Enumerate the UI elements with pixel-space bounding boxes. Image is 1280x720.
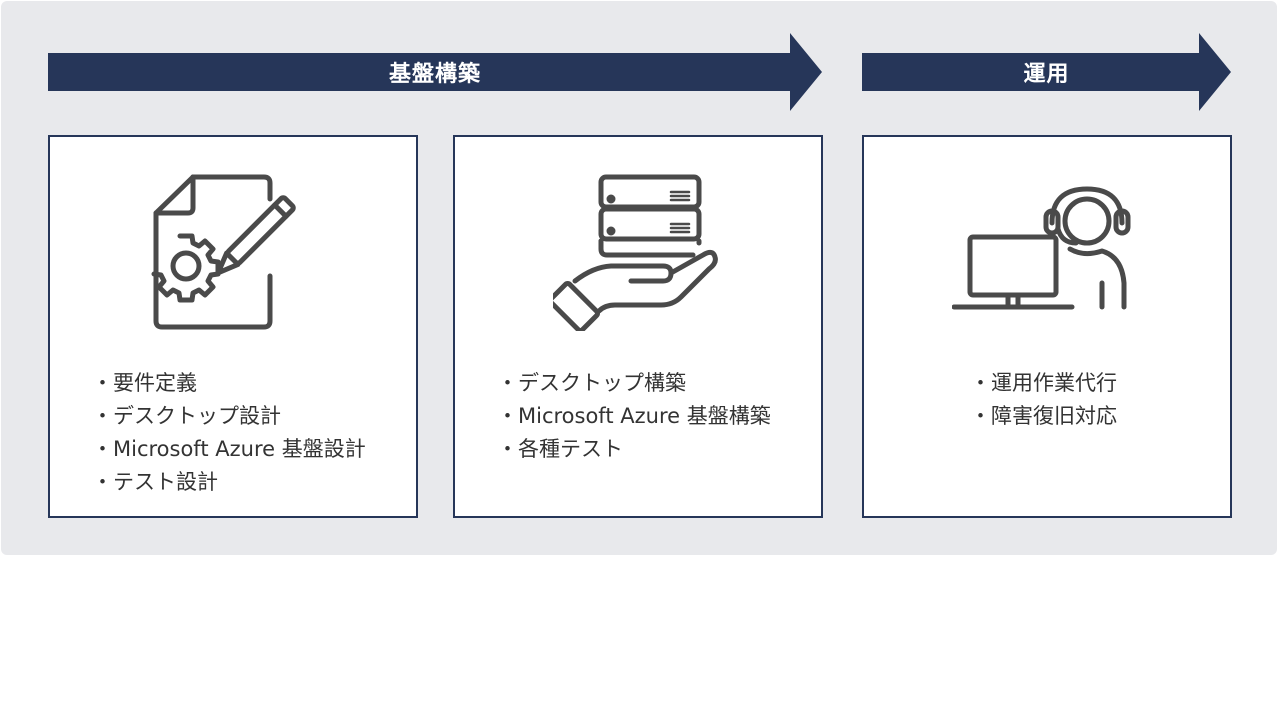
card-icon-container (50, 171, 416, 331)
card-build: デスクトップ構築 Microsoft Azure 基盤構築 各種テスト (453, 135, 823, 518)
list-item: 障害復旧対応 (970, 400, 1117, 433)
list-item: 要件定義 (92, 367, 366, 400)
list-item: テスト設計 (92, 466, 366, 499)
list-item: デスクトップ設計 (92, 400, 366, 433)
server-hand-icon (553, 174, 718, 331)
list-item: 運用作業代行 (970, 367, 1117, 400)
card-item-list: デスクトップ構築 Microsoft Azure 基盤構築 各種テスト (497, 367, 771, 466)
list-item: デスクトップ構築 (497, 367, 771, 400)
document-gear-pencil-icon (151, 174, 296, 330)
arrow-shape (862, 33, 1231, 111)
card-icon-container (455, 171, 821, 331)
card-item-list: 要件定義 デスクトップ設計 Microsoft Azure 基盤設計 テスト設計 (92, 367, 366, 499)
list-item: 各種テスト (497, 433, 771, 466)
phase-arrow-build: 基盤構築 (48, 33, 822, 111)
card-operation: 運用作業代行 障害復旧対応 (862, 135, 1232, 518)
list-item: Microsoft Azure 基盤構築 (497, 400, 771, 433)
phase-label-build: 基盤構築 (388, 62, 481, 87)
phase-arrow-operation: 運用 (862, 33, 1231, 111)
arrow-shape (48, 33, 822, 111)
card-icon-container (864, 171, 1230, 331)
operator-monitor-icon (952, 186, 1131, 310)
list-item: Microsoft Azure 基盤設計 (92, 433, 366, 466)
card-design: 要件定義 デスクトップ設計 Microsoft Azure 基盤設計 テスト設計 (48, 135, 418, 518)
card-item-list: 運用作業代行 障害復旧対応 (970, 367, 1117, 433)
phase-label-operation: 運用 (1023, 62, 1070, 87)
